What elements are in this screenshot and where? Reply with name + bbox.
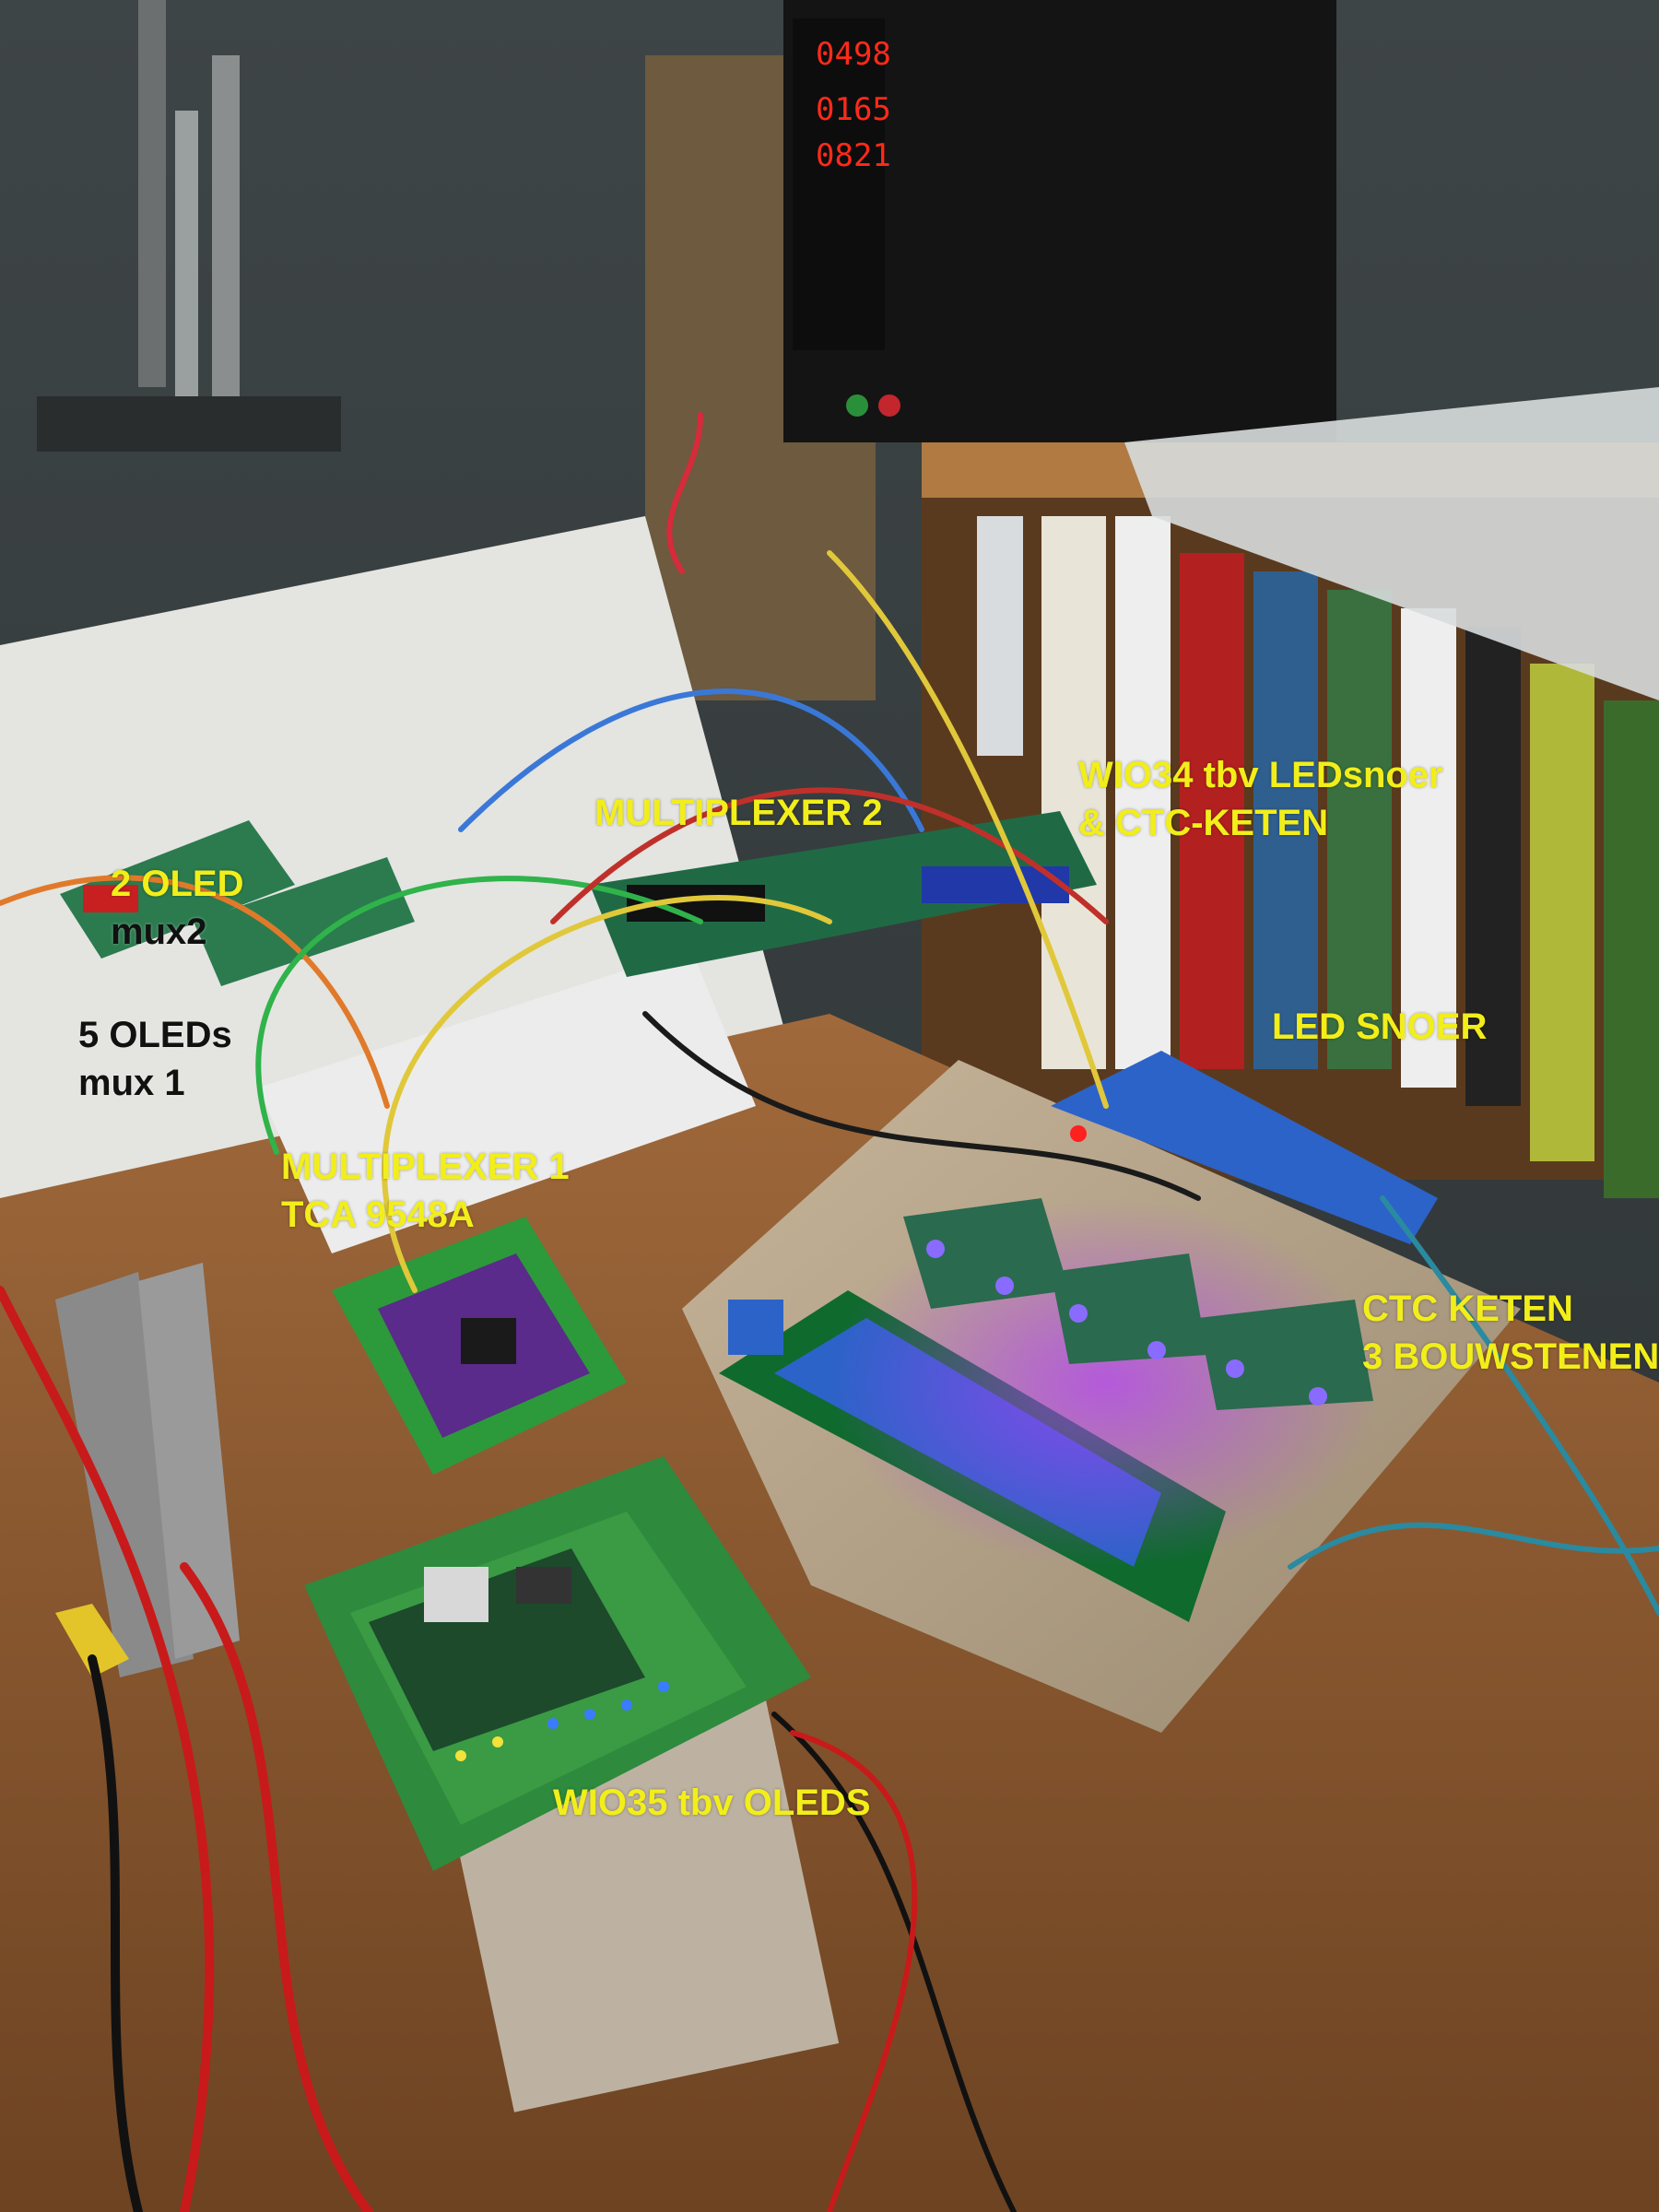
psu-readout-2: 0165: [816, 91, 891, 128]
label-led-snoer: LED SNOER: [1272, 1006, 1488, 1047]
label-wio34: WIO34 tbv LEDsnoer & CTC-KETEN: [1078, 751, 1443, 847]
label-wio34-line2: & CTC-KETEN: [1078, 803, 1329, 843]
label-2-oled-line2: mux2: [111, 912, 207, 952]
multimeter-probes: [55, 1263, 240, 1677]
label-wio35: WIO35 tbv OLEDS: [553, 1783, 871, 1823]
label-multiplexer-1: MULTIPLEXER 1 TCA 9548A: [281, 1143, 570, 1239]
label-2-oled-line1: 2 OLED: [111, 864, 244, 904]
bench-power-supply: 0498 0165 0821: [783, 0, 1336, 442]
multiplexer-2-board: [590, 811, 1097, 977]
psu-readout-3: 0821: [816, 137, 891, 174]
bookshelf: [922, 387, 1659, 1198]
label-ctc-keten: CTC KETEN 3 BOUWSTENEN: [1362, 1285, 1659, 1381]
oled-modules: [60, 820, 415, 986]
jumper-wires: [0, 412, 1659, 2212]
label-ctc-keten-line1: CTC KETEN: [1362, 1288, 1573, 1329]
label-5-oleds: 5 OLEDs mux 1: [78, 1011, 232, 1107]
desk-lamp-arm: [37, 0, 341, 452]
label-multiplexer-2: MULTIPLEXER 2: [594, 793, 883, 833]
psu-readout-1: 0498: [816, 36, 891, 73]
label-ctc-keten-line2: 3 BOUWSTENEN: [1362, 1336, 1659, 1377]
wio35-board: [304, 1456, 811, 1871]
multiplexer-1-board: [332, 1217, 627, 1475]
ctc-modules: [903, 1125, 1373, 1410]
label-2-oled: 2 OLED mux2: [111, 860, 243, 956]
label-wio34-line1: WIO34 tbv LEDsnoer: [1078, 755, 1443, 795]
label-5-oleds-line1: 5 OLEDs: [78, 1015, 232, 1055]
label-multiplexer-1-line1: MULTIPLEXER 1: [281, 1147, 570, 1187]
label-multiplexer-1-line2: TCA 9548A: [281, 1194, 475, 1235]
label-5-oleds-line2: mux 1: [78, 1063, 185, 1103]
